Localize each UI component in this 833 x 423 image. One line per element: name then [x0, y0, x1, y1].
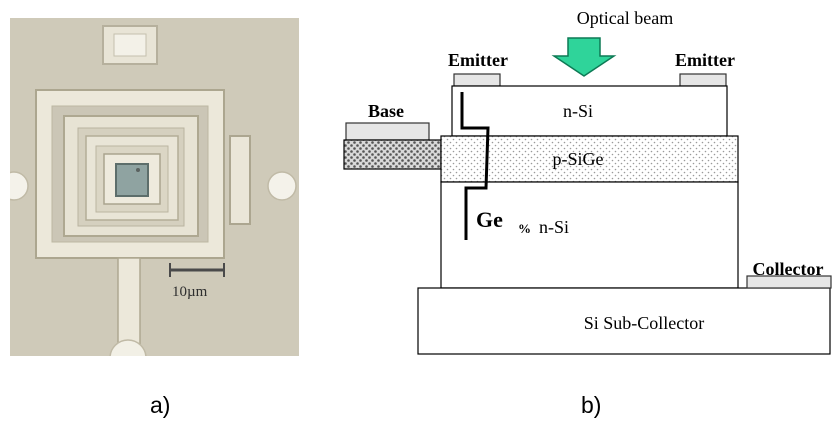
collector-label: Collector [753, 259, 824, 279]
collector-layer [440, 181, 739, 289]
ge-profile-line [460, 92, 490, 240]
subcollector-layer [417, 287, 831, 355]
emitter-right-contact [679, 73, 727, 87]
emitter-right-label: Emitter [675, 50, 735, 70]
collector-lead [117, 257, 141, 349]
ge-profile-label: Ge [476, 207, 503, 232]
device-micrograph: 10µm [10, 18, 299, 356]
emitter-left-contact [453, 73, 501, 87]
optical-beam-arrow [551, 37, 617, 77]
collector-layer-label: n-Si [539, 217, 569, 237]
base-layer [440, 135, 739, 183]
scale-bar-label: 10µm [172, 284, 208, 300]
right-bar-pad [229, 135, 251, 225]
panel-a-caption: a) [150, 392, 171, 418]
extrinsic-base [343, 139, 442, 170]
emitter-layer-label: n-Si [563, 101, 593, 121]
subcollector-label: Si Sub-Collector [584, 313, 705, 333]
collector-contact [746, 275, 832, 289]
panel-b-caption: b) [581, 392, 602, 418]
hbt-cross-section: Optical beam Emitter Emitter n-Si Base p… [343, 8, 832, 355]
optical-window [115, 163, 149, 197]
optical-beam-label: Optical beam [577, 8, 673, 28]
base-label: Base [368, 101, 404, 121]
emitter-layer [451, 85, 728, 137]
base-layer-label: p-SiGe [553, 149, 604, 169]
emitter-left-label: Emitter [448, 50, 508, 70]
base-contact [345, 122, 430, 141]
top-contact-pad [102, 25, 158, 65]
ge-profile-subscript: % [518, 221, 531, 236]
